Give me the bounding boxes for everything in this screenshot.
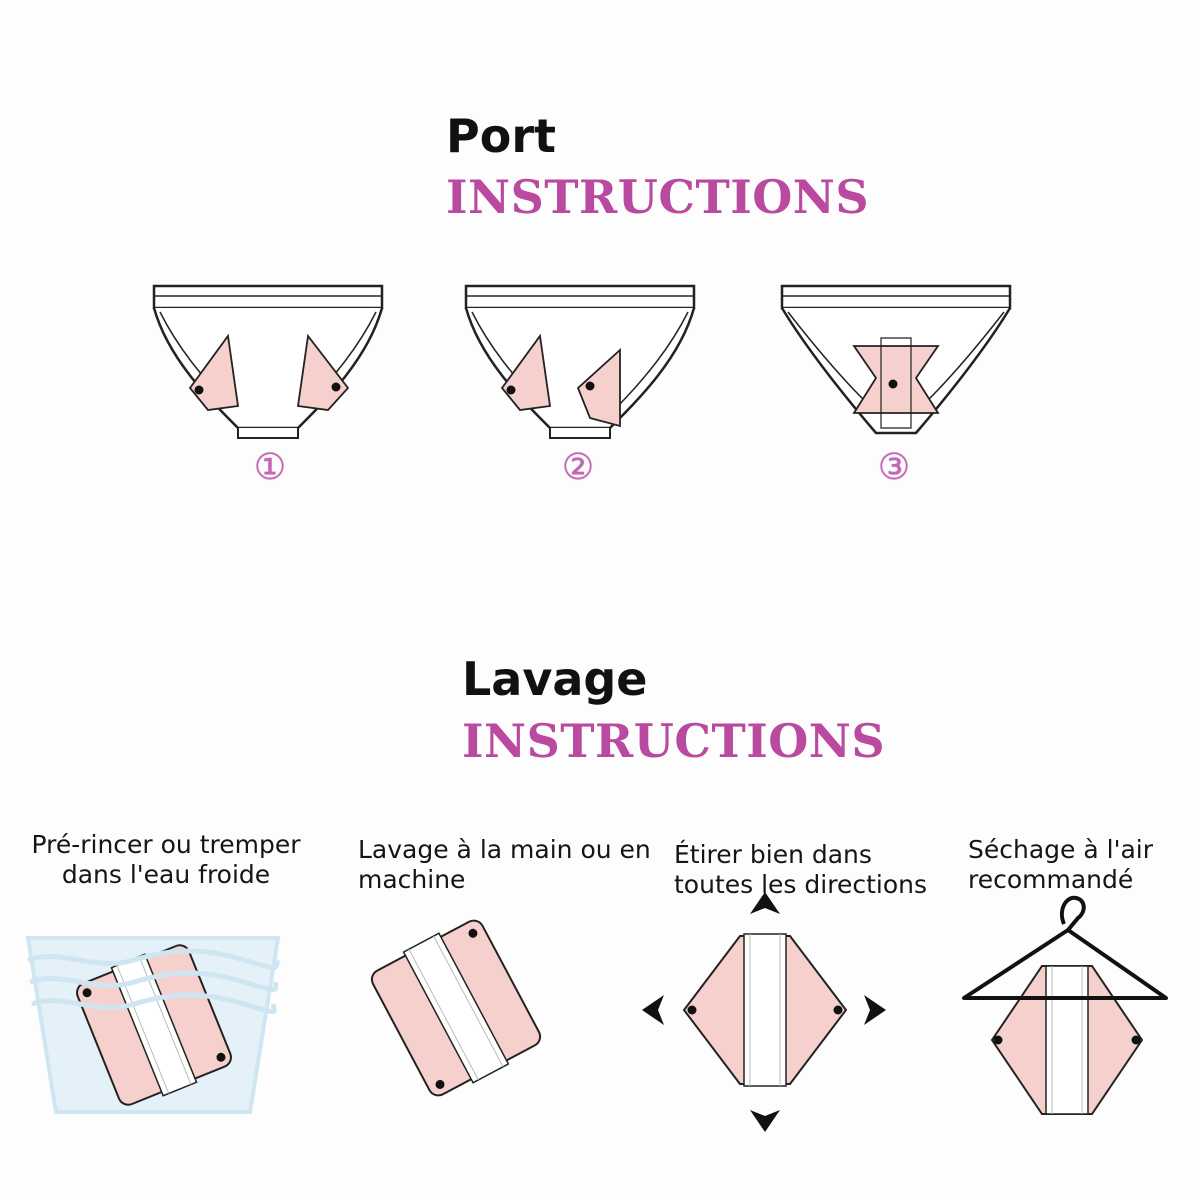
wear-step-1-number: ① xyxy=(253,447,287,488)
hanger-hook-icon xyxy=(1059,895,1086,932)
wash-title: Lavage xyxy=(462,652,648,706)
soak-basin-illustration xyxy=(25,936,281,1114)
stretch-pad-illustration xyxy=(642,892,886,1132)
wear-title: Port xyxy=(446,109,556,163)
wash-step-2-caption: Lavage à la main ou en machine xyxy=(358,835,651,894)
panty-step-2-illustration xyxy=(464,284,696,439)
wash-pad-illustration xyxy=(370,919,542,1097)
wear-step-3-number: ③ xyxy=(877,447,911,488)
wash-step-3-caption: Étirer bien dans toutes les directions xyxy=(674,840,927,899)
wash-subtitle: INSTRUCTIONS xyxy=(462,714,886,768)
hanger-dry-illustration xyxy=(962,895,1168,1115)
arrow-down-icon xyxy=(750,1110,780,1132)
arrow-up-icon xyxy=(750,892,780,914)
panty-step-3-illustration xyxy=(780,284,1012,435)
panty-step-1-illustration xyxy=(152,284,384,439)
wash-step-4-caption: Séchage à l'air recommandé xyxy=(968,835,1153,894)
arrow-left-icon xyxy=(642,995,664,1025)
wear-subtitle: INSTRUCTIONS xyxy=(446,170,870,224)
wear-step-2-number: ② xyxy=(561,447,595,488)
wash-step-1-caption: Pré-rincer ou tremper dans l'eau froide xyxy=(31,830,301,889)
arrow-right-icon xyxy=(864,995,886,1025)
